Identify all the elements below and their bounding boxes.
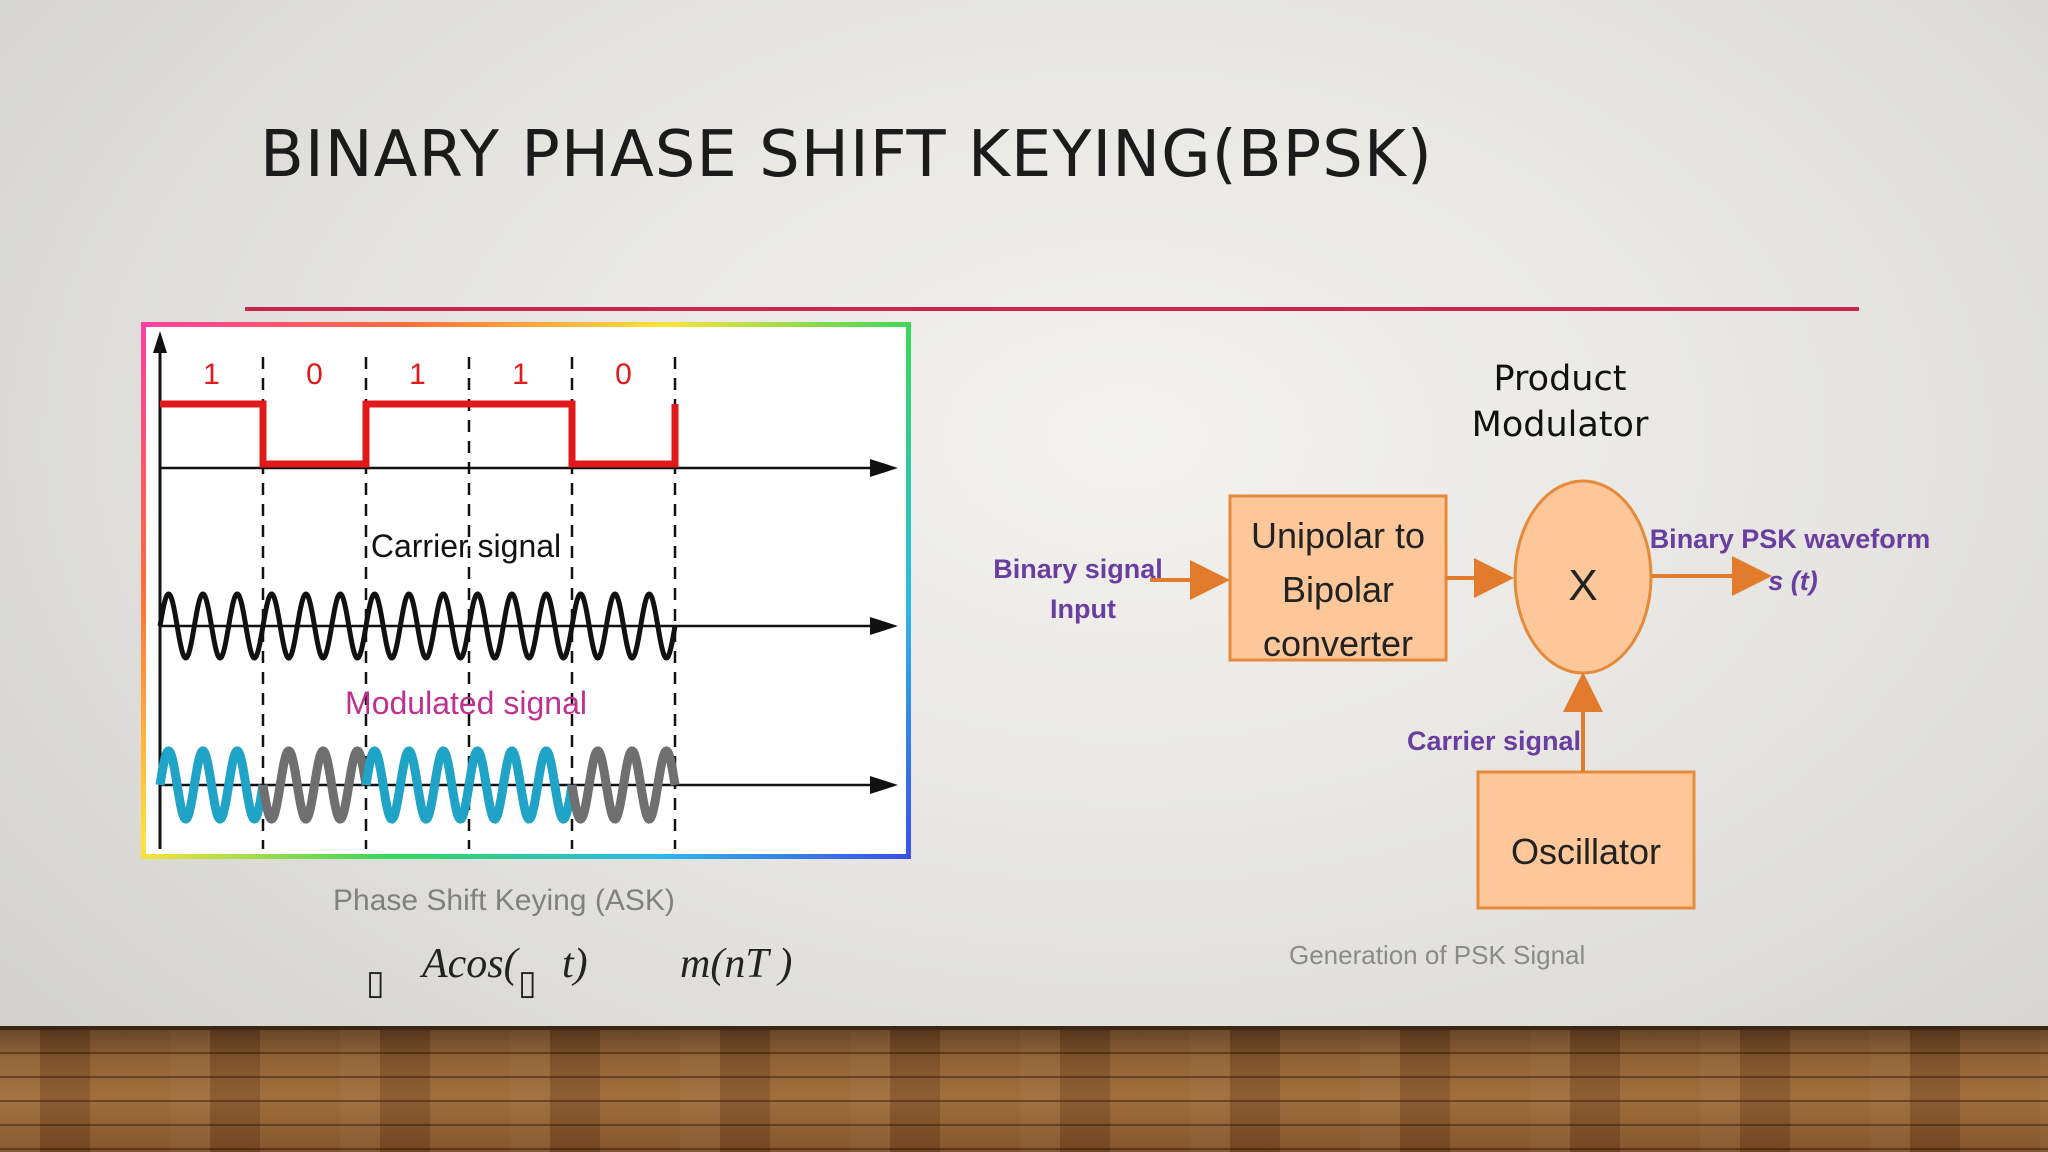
multiplier-circle	[1513, 479, 1653, 675]
input-label-line2: Input	[1050, 594, 1116, 624]
carrier-axis-arrow-icon	[870, 617, 898, 635]
output-symbol: s (t)	[1768, 566, 1818, 596]
carrier-waveform	[157, 591, 678, 661]
converter-line1: Unipolar to	[1251, 515, 1425, 556]
missing-glyph-icon: ▯	[366, 963, 385, 1003]
formula-part-3: m(nT )	[680, 941, 793, 987]
oscillator-block	[1476, 770, 1696, 910]
y-axis-arrow-icon	[153, 331, 167, 353]
modulated-signal-label: Modulated signal	[345, 685, 587, 721]
modulated-bit-segment	[258, 746, 371, 824]
product-modulator-line2: Modulator	[1471, 405, 1649, 445]
carrier-signal-label: Carrier signal	[371, 528, 561, 564]
formula-part-2: t)	[562, 941, 588, 987]
modulated-bit-segment	[464, 746, 577, 824]
bit-label: 1	[203, 358, 220, 391]
bit-label: 1	[409, 358, 426, 391]
slide-title: BINARY PHASE SHIFT KEYING(BPSK)	[260, 118, 1433, 192]
output-label: Binary PSK waveform	[1650, 524, 1931, 554]
bit-label: 0	[615, 358, 632, 391]
product-modulator-label: Product Modulator	[1470, 356, 1650, 448]
modulated-waveform	[155, 746, 680, 824]
bpsk-waveform-figure: 1 0 1 1 0 Carrier signal Modulated signal	[141, 322, 911, 859]
right-figure-caption: Generation of PSK Signal	[1289, 940, 1586, 970]
modulated-axis-arrow-icon	[870, 776, 898, 794]
left-figure-caption: Phase Shift Keying (ASK)	[333, 884, 675, 917]
converter-block	[1228, 494, 1448, 662]
data-axis-arrow-icon	[870, 459, 898, 477]
modulated-bit-segment	[567, 746, 680, 824]
title-divider	[245, 307, 1859, 311]
oscillator-label: Oscillator	[1511, 831, 1661, 872]
converter-line3: converter	[1263, 623, 1413, 664]
input-label-line1: Binary signal	[993, 554, 1163, 584]
product-modulator-line1: Product	[1493, 359, 1627, 399]
missing-glyph-icon: ▯	[518, 963, 537, 1003]
floor-edge	[0, 1026, 2048, 1032]
modulated-bit-segment	[361, 746, 474, 824]
formula-part-1: Acos(	[422, 941, 518, 987]
binary-data-waveform	[160, 400, 679, 468]
bit-label: 1	[512, 358, 529, 391]
converter-line2: Bipolar	[1282, 569, 1394, 610]
multiplier-symbol: X	[1568, 561, 1597, 610]
wood-floor-background	[0, 1030, 2048, 1152]
bit-labels: 1 0 1 1 0	[203, 358, 632, 391]
modulated-bit-segment	[155, 746, 268, 824]
carrier-signal-input-label: Carrier signal	[1407, 726, 1581, 756]
waveform-canvas: 1 0 1 1 0 Carrier signal Modulated signal	[153, 331, 898, 849]
bit-label: 0	[306, 358, 323, 391]
